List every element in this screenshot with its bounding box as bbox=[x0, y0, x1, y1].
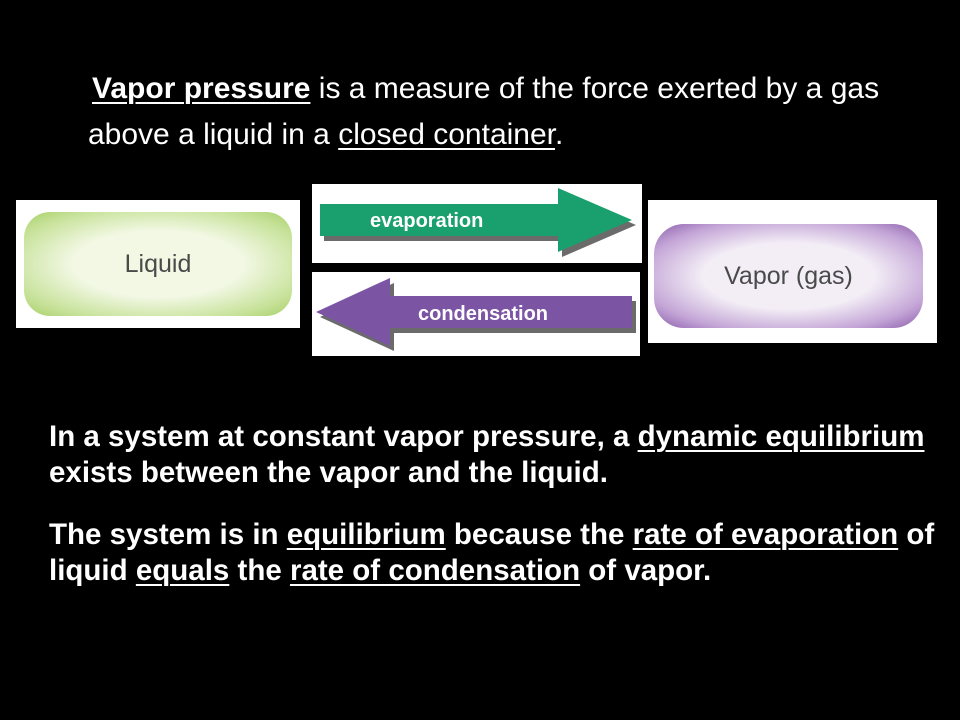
condensation-label: condensation bbox=[418, 303, 548, 325]
equals-term: equals bbox=[135, 554, 230, 587]
liquid-panel: Liquid bbox=[16, 200, 300, 328]
evaporation-arrow-icon: evaporation bbox=[320, 188, 636, 257]
dynamic-equilibrium-paragraph: In a system at constant vapor pressure, … bbox=[49, 419, 949, 491]
explanation-text: In a system at constant vapor pressure, … bbox=[49, 419, 949, 615]
paragraph1-text-1: In a system at constant vapor pressure, … bbox=[49, 420, 638, 453]
paragraph2-text-5: of vapor. bbox=[580, 554, 712, 587]
condensation-arrow-icon: condensation bbox=[316, 278, 636, 351]
evaporation-label: evaporation bbox=[370, 210, 483, 232]
evaporation-panel: evaporation bbox=[312, 184, 642, 263]
closed-container-term: closed container bbox=[338, 118, 555, 151]
paragraph2-text-2: because the bbox=[445, 518, 633, 551]
paragraph2-text-1: The system is in bbox=[49, 518, 287, 551]
vapor-pressure-term: Vapor pressure bbox=[92, 72, 311, 105]
rate-of-evaporation-term: rate of evaporation bbox=[632, 518, 899, 551]
definition-text: Vapor pressure is a measure of the force… bbox=[88, 66, 938, 158]
liquid-label: Liquid bbox=[124, 249, 192, 278]
paragraph2-text-4: the bbox=[229, 554, 290, 587]
definition-middle: is a measure of the force exerted by a g… bbox=[88, 72, 880, 151]
liquid-box: Liquid bbox=[24, 212, 292, 316]
dynamic-equilibrium-term: dynamic equilibrium bbox=[637, 420, 925, 453]
vapor-label: Vapor (gas) bbox=[724, 261, 853, 290]
vapor-box: Vapor (gas) bbox=[654, 224, 923, 328]
definition-end: . bbox=[555, 118, 564, 151]
equilibrium-term: equilibrium bbox=[286, 518, 446, 551]
equilibrium-reason-paragraph: The system is in equilibrium because the… bbox=[49, 517, 949, 589]
paragraph1-text-2: exists between the vapor and the liquid. bbox=[49, 456, 608, 489]
condensation-panel: condensation bbox=[312, 272, 640, 356]
rate-of-condensation-term: rate of condensation bbox=[289, 554, 581, 587]
paragraph2-text-3: of liquid bbox=[49, 518, 935, 587]
vapor-panel: Vapor (gas) bbox=[648, 200, 937, 343]
